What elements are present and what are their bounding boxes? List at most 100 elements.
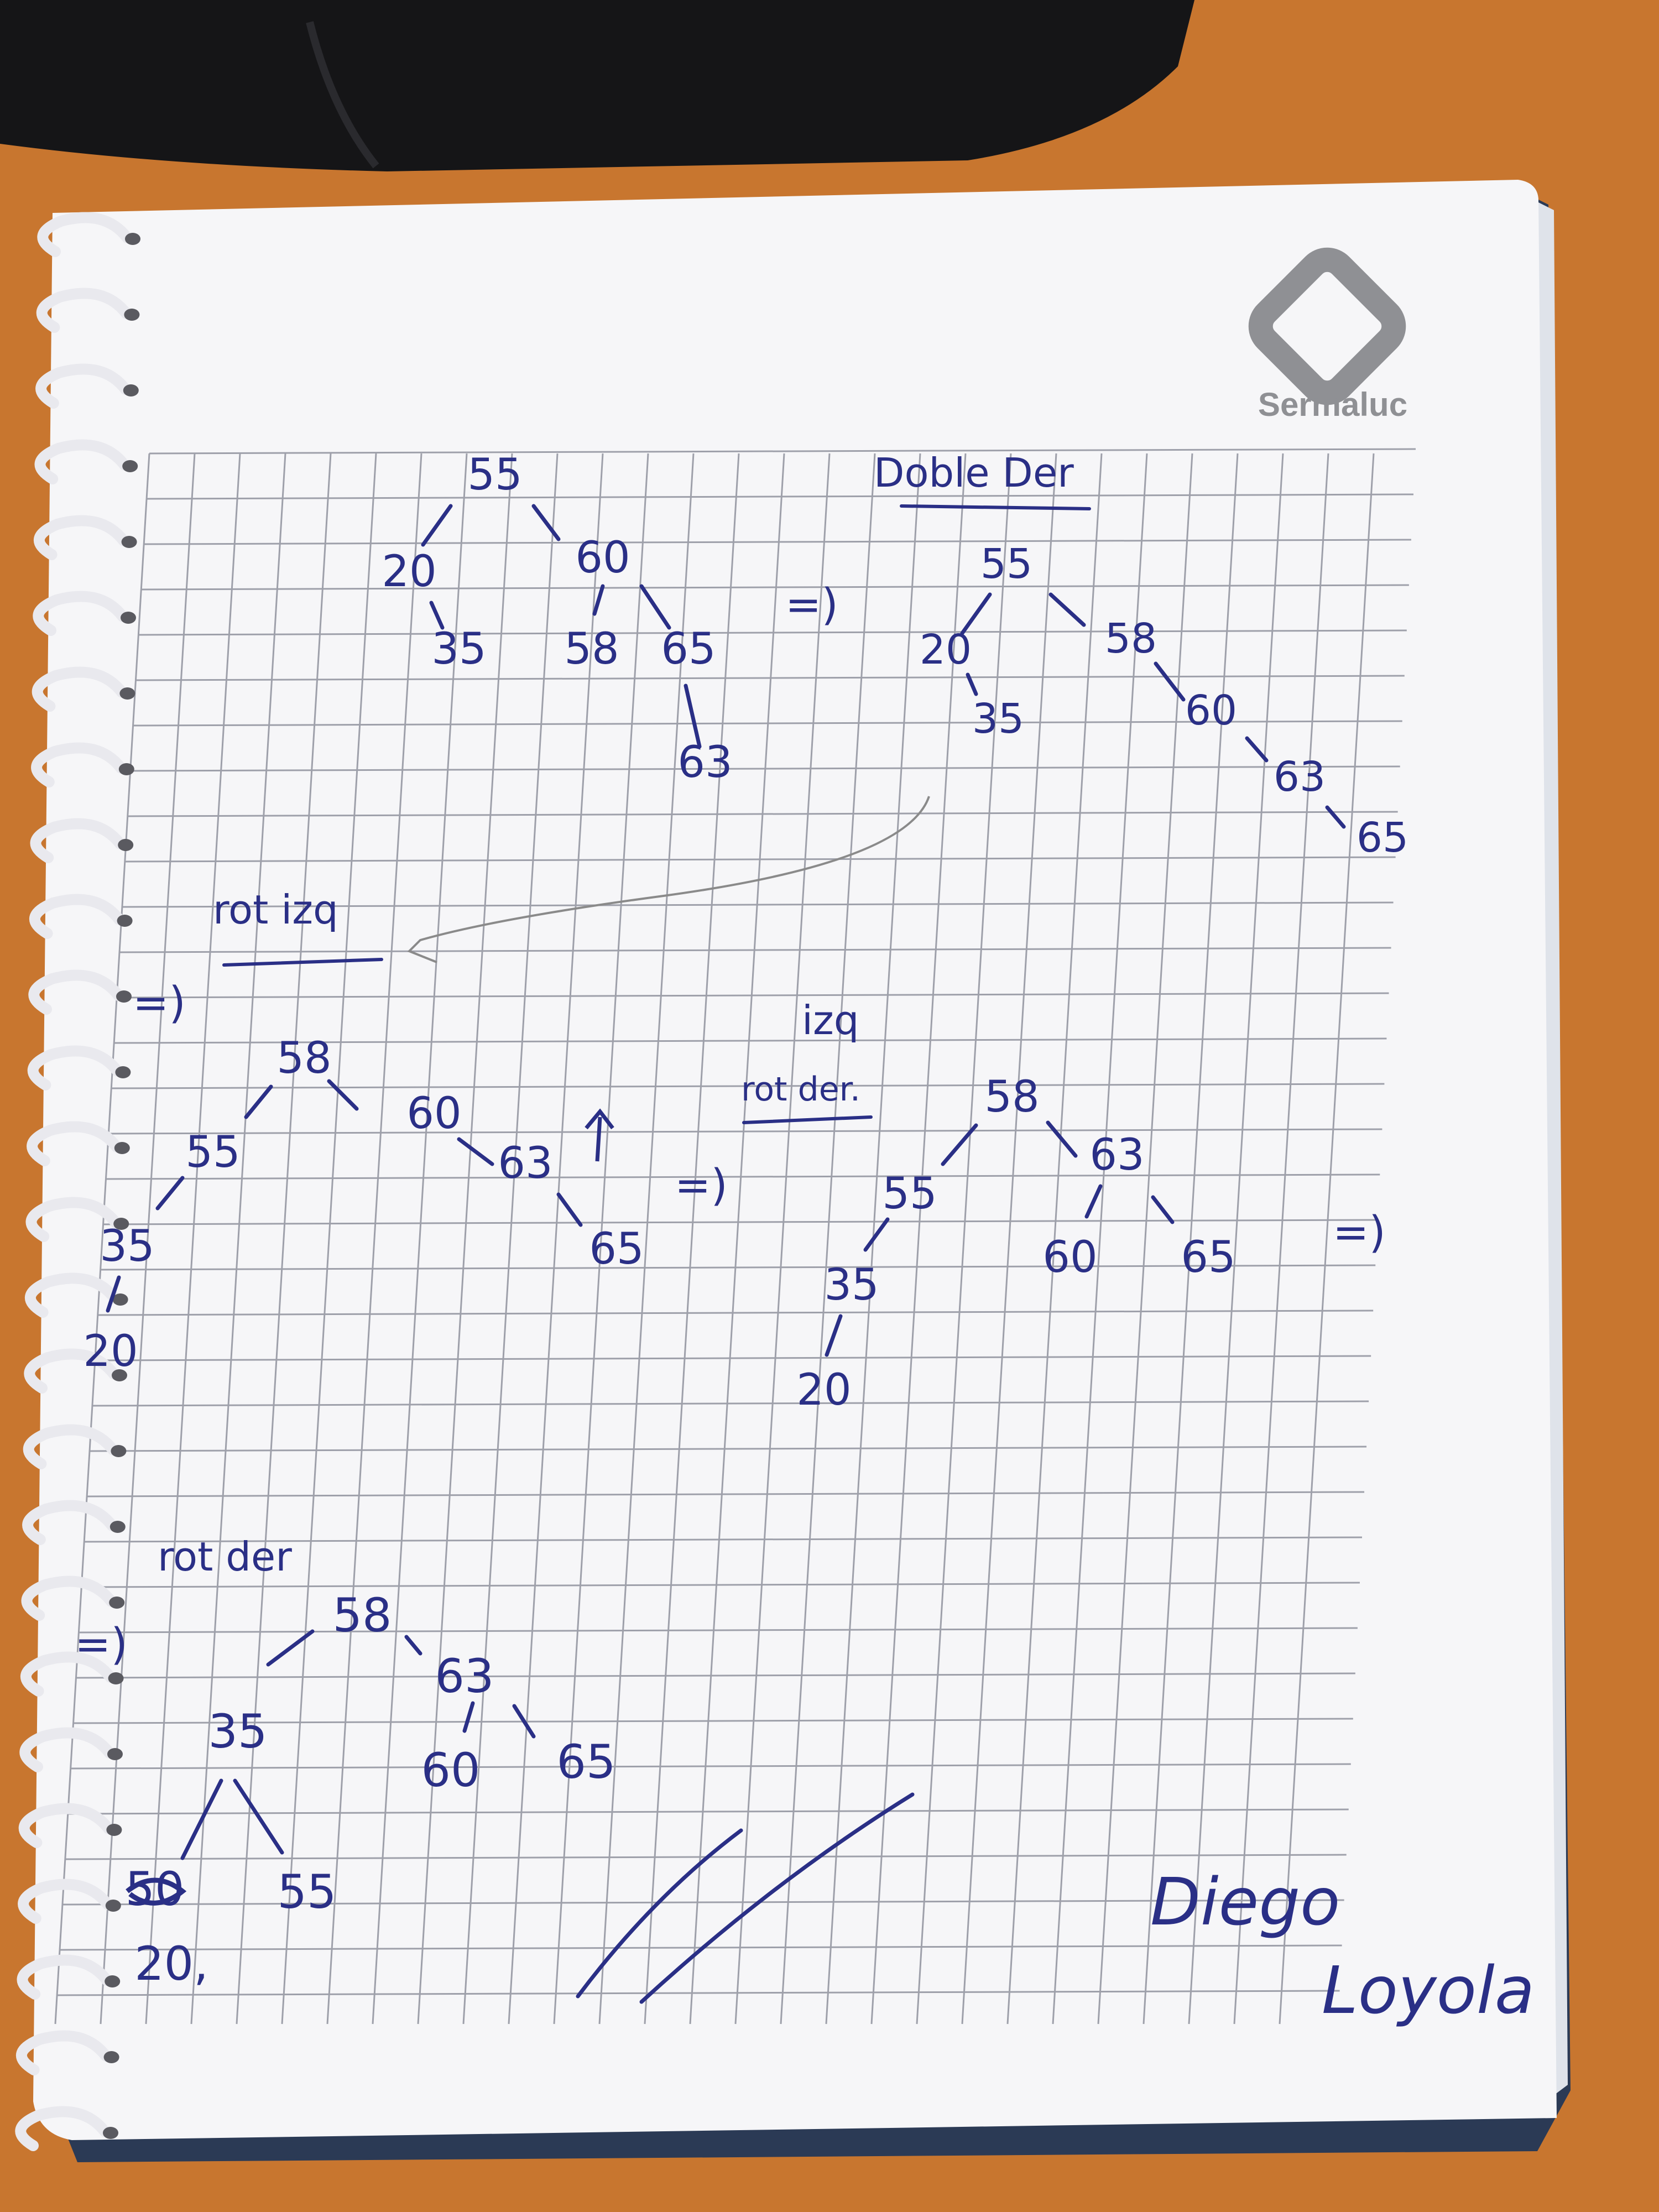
spiral-ring: [27, 1121, 122, 1166]
spiral-ring: [16, 2030, 112, 2075]
spiral-hole: [117, 915, 133, 927]
grid-line: [281, 453, 377, 2025]
spiral-hole: [123, 384, 139, 397]
pencil-arrow-curve: [407, 796, 930, 963]
tree-edge: [404, 1635, 422, 1656]
tree-node: 63: [1089, 1130, 1144, 1180]
grid-line: [84, 1536, 1362, 1543]
tree-node: 20,: [134, 1937, 208, 1991]
tree-node: 55: [467, 450, 522, 500]
tree-node: 65: [557, 1735, 616, 1789]
tree-node: 60: [1185, 687, 1237, 734]
spiral-ring: [15, 2106, 111, 2151]
grid-line: [1097, 453, 1193, 2025]
arrow-1: =): [785, 580, 838, 630]
grid-line: [598, 453, 695, 2025]
tree-node: 65: [1181, 1233, 1235, 1282]
spiral-hole: [103, 2051, 119, 2063]
scribble-mark: [126, 1877, 187, 1906]
tree-3: 58 55 60 35 63 20 65: [83, 1034, 644, 1376]
grid-line: [141, 584, 1409, 591]
spiral-hole: [121, 536, 137, 548]
tree-node: 55: [882, 1169, 937, 1219]
grid-line: [644, 453, 740, 2025]
spiral-hole: [105, 1975, 121, 1987]
spiral-ring: [34, 439, 131, 484]
tree-edge: [1046, 1120, 1078, 1158]
tree-node: 35: [972, 695, 1024, 743]
spiral-hole: [111, 1445, 127, 1457]
grid-line: [417, 453, 513, 2025]
tree-edge: [1154, 661, 1186, 702]
grid-line: [961, 453, 1057, 2025]
grid-line: [100, 1264, 1376, 1271]
tree-edges: [106, 504, 1346, 1860]
tree-node: 63: [435, 1649, 494, 1703]
spiral-ring: [34, 515, 129, 560]
tree-edge: [1084, 1184, 1103, 1219]
grid-line: [108, 1128, 1383, 1135]
tree-4: 58 55 63 35 60 65 20: [796, 1072, 1235, 1415]
grid-line: [689, 453, 785, 2025]
grid-line: [90, 1446, 1367, 1452]
arrow-5: =): [75, 1620, 128, 1670]
tree-edge: [863, 1217, 890, 1252]
grid-line: [916, 453, 1012, 2025]
tree-edge: [180, 1778, 223, 1860]
signature: Diego Loyola: [1150, 1864, 1535, 2028]
grid-line: [103, 1219, 1378, 1225]
tree-node: 20: [796, 1365, 851, 1415]
grid-line: [147, 493, 1413, 500]
spiral-hole: [121, 612, 136, 624]
grid-line: [130, 765, 1400, 772]
grid-line: [372, 453, 468, 2025]
tree-edge: [106, 1275, 121, 1313]
grid-line: [54, 453, 150, 2025]
grid-line: [462, 453, 559, 2025]
arrow-3: =): [675, 1161, 728, 1211]
tree-node: 55: [278, 1865, 337, 1919]
tree-edge: [1325, 805, 1346, 829]
tree-edge: [1048, 592, 1086, 627]
spiral-ring: [25, 1197, 122, 1242]
tree-edge: [457, 1137, 494, 1166]
spiral-hole: [119, 687, 135, 700]
tree-node: 55: [185, 1128, 240, 1177]
spiral-ring: [23, 1424, 119, 1469]
grid-line: [144, 539, 1411, 545]
tree-node: 60: [421, 1743, 481, 1797]
grid-line: [106, 1173, 1380, 1180]
tree-edge: [941, 1123, 978, 1166]
spiral-hole: [106, 1824, 122, 1836]
grid-line: [62, 1899, 1344, 1906]
tree-edge: [556, 1192, 583, 1227]
arrow-2: =): [133, 978, 186, 1028]
spiral-ring: [37, 212, 133, 257]
grid-line: [122, 901, 1394, 908]
spiral-ring: [19, 1727, 115, 1772]
grid-line: [1188, 453, 1284, 2025]
grid-line: [138, 629, 1407, 636]
brand-name: Sermaluc: [1258, 386, 1407, 423]
grid-line: [870, 453, 967, 2025]
spiral-ring: [31, 742, 127, 787]
tree-edge: [429, 601, 445, 630]
spiral-hole: [118, 839, 134, 851]
tree-edge: [825, 1314, 843, 1357]
spiral-hole: [114, 1142, 130, 1154]
spiral-hole: [112, 1369, 127, 1381]
grid-line: [117, 992, 1389, 999]
spiral-hole: [108, 1672, 124, 1684]
tree-edge: [462, 1701, 475, 1733]
spiral-ring: [18, 1803, 114, 1848]
grid-line: [1006, 453, 1103, 2025]
spiral-ring: [29, 894, 125, 939]
tree-edge: [531, 504, 561, 541]
spiral-hole: [109, 1597, 125, 1609]
grid-line: [81, 1582, 1360, 1588]
tree-edge: [639, 584, 671, 630]
spiral-ring: [21, 1575, 117, 1621]
spiral-hole: [125, 233, 140, 245]
grid-line: [135, 675, 1405, 681]
grid-line: [780, 453, 876, 2025]
